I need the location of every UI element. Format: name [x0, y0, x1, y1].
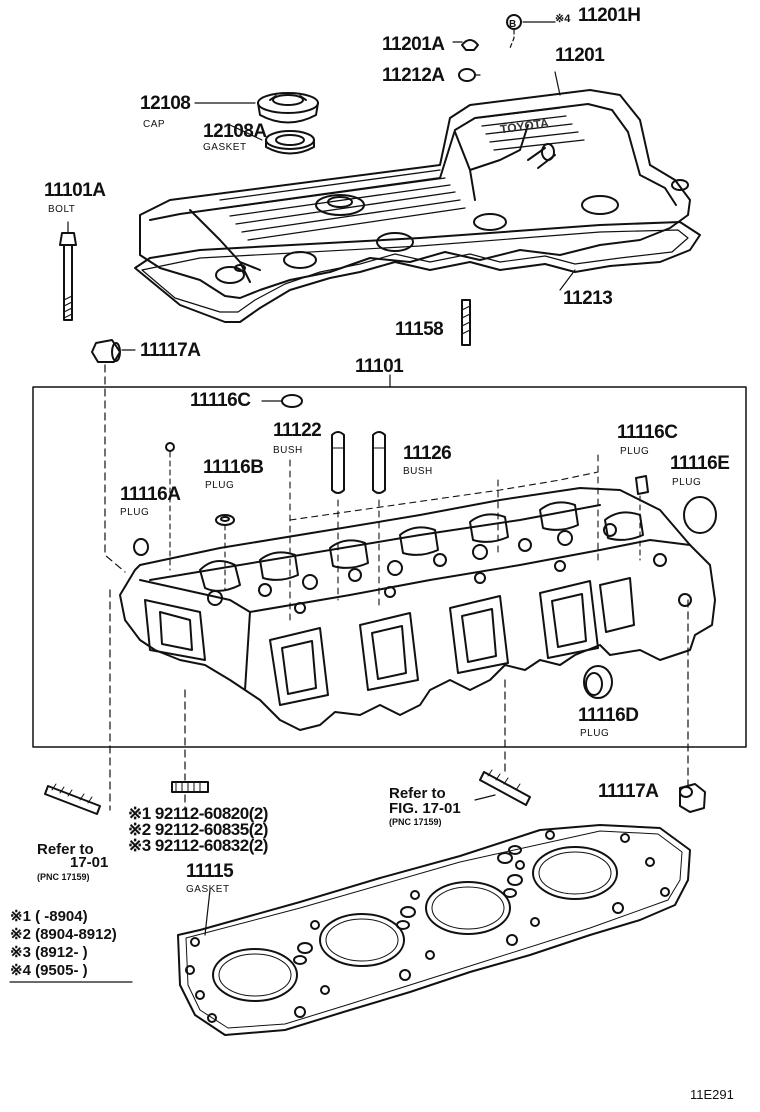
label-gasket-11115: GASKET [186, 884, 230, 895]
legend-row-3: ※3 (8912- ) [10, 944, 88, 961]
seal-11212a [458, 68, 476, 82]
refer-left: Refer to [37, 841, 94, 858]
label-11201: 11201 [555, 45, 605, 66]
stud-spec-1: ※1 92112-60820(2) [128, 804, 268, 823]
cylinder-head [119, 487, 716, 731]
stud-left [44, 783, 101, 815]
label-12108: 12108 [140, 93, 191, 114]
plug-11116c-right [635, 475, 649, 495]
stud-center [171, 781, 209, 793]
label-11116d: 11116D [578, 705, 639, 726]
label-11158: 11158 [395, 319, 444, 340]
label-11201a: 11201A [382, 34, 445, 55]
figure-code: 11E291 [690, 1087, 734, 1102]
label-11116c-top: 11116C [190, 390, 251, 411]
legend-row-2: ※2 (8904-8912) [10, 926, 117, 943]
stud-spec-2: ※2 92112-60835(2) [128, 820, 268, 839]
label-11116b: 11116B [203, 457, 264, 478]
valve-guide-bush-11126 [372, 431, 386, 494]
valve-guide-bush-11122 [331, 431, 345, 494]
label-11126: 11126 [403, 443, 452, 464]
label-gasket-12108a: GASKET [203, 142, 247, 153]
label-11122: 11122 [273, 420, 322, 441]
label-11201h: 11201H [578, 5, 641, 26]
label-11212a: 11212A [382, 65, 445, 86]
label-plug-11116b: PLUG [205, 480, 235, 491]
valve-cover-gasket [134, 221, 701, 323]
head-gasket [177, 824, 691, 1036]
legend-row-1: ※1 ( -8904) [10, 908, 88, 925]
oil-filler-cap [257, 92, 319, 124]
label-11117a-bottom: 11117A [598, 781, 659, 802]
bolt-11101a [59, 232, 77, 321]
stud-11158 [461, 299, 471, 346]
label-11101: 11101 [355, 356, 404, 377]
label-bush-11122: BUSH [273, 445, 303, 456]
label-plug-11116c: PLUG [620, 446, 650, 457]
marker-11201h: ※4 [555, 13, 571, 25]
oil-filler-cap-gasket [265, 130, 315, 155]
nut-11201h [506, 14, 522, 30]
label-11116a: 11116A [120, 484, 181, 505]
refer-left-fig: 17-01 [70, 854, 109, 871]
svg-text:B: B [509, 19, 516, 30]
label-plug-11116e: PLUG [672, 477, 702, 488]
plug-11116a [133, 538, 149, 556]
label-12108a: 12108A [203, 121, 267, 142]
label-11116e: 11116E [670, 453, 730, 474]
refer-right-pnc: (PNC 17159) [389, 817, 442, 827]
stud-spec-3: ※3 92112-60832(2) [128, 836, 268, 855]
legend-row-4: ※4 (9505- ) [10, 962, 88, 979]
plug-11116e [683, 496, 717, 534]
label-bush-11126: BUSH [403, 466, 433, 477]
label-plug-11116d: PLUG [580, 728, 610, 739]
label-11115: 11115 [186, 861, 234, 882]
label-plug-11116a: PLUG [120, 507, 150, 518]
refer-left-pnc: (PNC 17159) [37, 872, 90, 882]
grommet-11201a [461, 39, 479, 51]
plug-11116d [583, 665, 613, 699]
label-bolt: BOLT [48, 204, 76, 215]
plug-11117a-bottom [679, 783, 706, 813]
label-cap: CAP [143, 119, 166, 130]
refer-right: Refer to [389, 785, 446, 802]
label-11117a-top: 11117A [140, 340, 201, 361]
refer-right-fig: FIG. 17-01 [389, 800, 461, 817]
label-11101a: 11101A [44, 180, 106, 201]
stud-right [479, 769, 531, 806]
label-11213: 11213 [563, 288, 613, 309]
plug-small-top [165, 442, 175, 452]
svg-text:TOYOTA: TOYOTA [499, 116, 550, 137]
plug-11117a-top [91, 339, 121, 363]
valve-cover: TOYOTA [139, 89, 691, 299]
plug-11116c-top [281, 394, 303, 408]
label-11116c-right: 11116C [617, 422, 678, 443]
